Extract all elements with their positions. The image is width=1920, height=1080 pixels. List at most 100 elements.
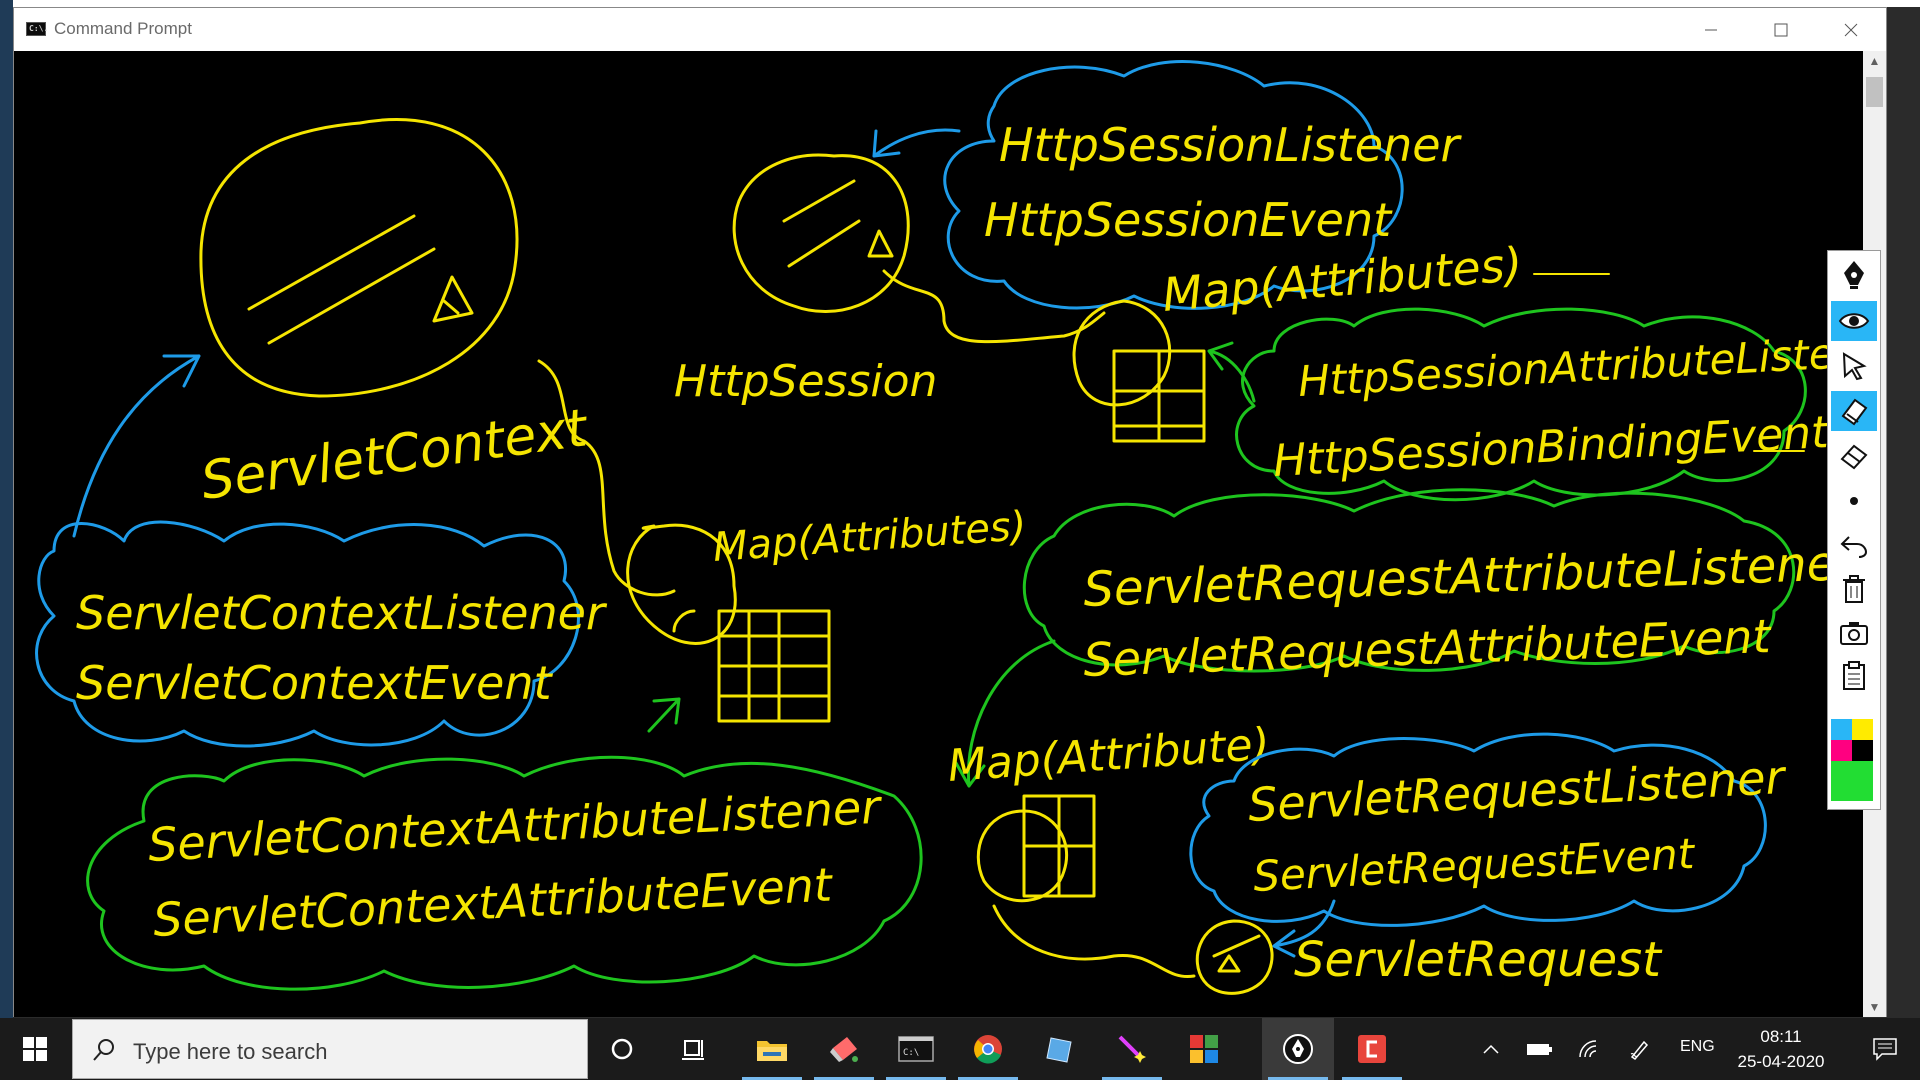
servlet-request-circle (1195, 919, 1274, 995)
request-attr-event-label: ServletRequestAttributeEvent (1082, 609, 1773, 687)
dot-icon[interactable] (1831, 481, 1877, 521)
wand-icon (1118, 1035, 1146, 1063)
start-button[interactable] (0, 1018, 70, 1080)
session-attr-listener-label: HttpSessionAttributeListener (1297, 325, 1886, 406)
minimize-button[interactable] (1676, 8, 1746, 51)
request-listener-label: ServletRequestListener (1247, 750, 1789, 832)
servlet-context-circle (199, 118, 519, 398)
pen-workspace-tray-button[interactable] (1622, 1018, 1658, 1080)
battery-tray-button[interactable] (1522, 1018, 1558, 1080)
paint-icon (830, 1037, 858, 1062)
context-listener-label: ServletContextListener (76, 586, 608, 640)
magic-wand-app-button[interactable] (1096, 1018, 1168, 1080)
svg-text:C:\: C:\ (903, 1048, 919, 1058)
notification-icon (1873, 1038, 1897, 1061)
eraser-icon[interactable] (1831, 436, 1877, 476)
task-view-button[interactable] (658, 1018, 730, 1080)
circle-to-map-link (537, 359, 676, 597)
task-view-icon (682, 1040, 704, 1060)
console-area[interactable]: ServletContext ServletContextListener Se… (14, 51, 1886, 1017)
request-attribute-cloud (1022, 488, 1796, 673)
cortana-circle-icon (611, 1038, 633, 1060)
context-attribute-arrow (647, 697, 681, 733)
desktop-background-top (0, 0, 1920, 7)
session-attribute-map (1072, 299, 1206, 443)
paint-app-button[interactable] (808, 1018, 880, 1080)
taskbar-search-box[interactable]: Type here to search (72, 1019, 588, 1079)
pen-workspace-icon (1630, 1040, 1649, 1060)
request-attribute-map (976, 794, 1096, 903)
http-session-label: HttpSession (674, 356, 937, 407)
color-swatch-pink[interactable] (1831, 740, 1852, 761)
clock-date: 25-04-2020 (1737, 1052, 1825, 1071)
trash-icon[interactable] (1831, 569, 1877, 609)
battery-icon (1527, 1044, 1552, 1055)
maximize-button[interactable] (1746, 8, 1816, 51)
request-event-label: ServletRequestEvent (1252, 829, 1697, 901)
wifi-icon (1579, 1040, 1597, 1058)
title-bar[interactable]: C:\. Command Prompt (14, 8, 1886, 51)
pen-annotation-toolbar[interactable] (1827, 250, 1881, 810)
chevron-up-icon (1483, 1044, 1499, 1054)
taskbar-clock[interactable]: 08:11 25-04-2020 (1736, 1024, 1826, 1074)
cortana-button[interactable] (586, 1018, 658, 1080)
network-tray-button[interactable] (1572, 1018, 1608, 1080)
office-app-button[interactable] (1168, 1018, 1240, 1080)
camtasia-button[interactable] (1336, 1018, 1408, 1080)
color-swatch-green[interactable] (1831, 761, 1873, 801)
file-explorer-button[interactable] (736, 1018, 808, 1080)
request-listener-cloud (1189, 732, 1767, 927)
chrome-button[interactable] (952, 1018, 1024, 1080)
context-attribute-map (626, 523, 831, 723)
highlighter-icon[interactable] (1831, 391, 1877, 431)
maximize-icon (1774, 23, 1788, 36)
request-listener-arrow (1272, 899, 1336, 958)
search-placeholder: Type here to search (133, 1039, 328, 1064)
camtasia-icon (1358, 1035, 1386, 1063)
http-session-circle (732, 153, 910, 314)
show-hidden-icons-button[interactable] (1476, 1018, 1506, 1080)
scroll-down-icon[interactable]: ▼ (1868, 1000, 1881, 1014)
pen-logo-icon[interactable] (1831, 255, 1877, 295)
desktop-background-left (0, 0, 13, 1018)
minimize-icon (1705, 29, 1717, 30)
servlet-context-label: ServletContext (197, 398, 592, 512)
session-listener-label: HttpSessionListener (999, 118, 1463, 172)
session-attribute-arrow (1207, 341, 1256, 403)
color-swatch-yellow[interactable] (1852, 719, 1873, 740)
close-icon (1844, 23, 1858, 36)
close-button[interactable] (1816, 8, 1886, 51)
scroll-thumb[interactable] (1866, 77, 1883, 107)
context-attr-event-label: ServletContextAttributeEvent (152, 857, 835, 947)
eye-icon[interactable] (1831, 301, 1877, 341)
sticky-app-button[interactable] (1024, 1018, 1096, 1080)
context-attr-listener-label: ServletContextAttributeListener (147, 780, 885, 872)
camera-icon[interactable] (1831, 613, 1877, 653)
servlet-request-label: ServletRequest (1294, 932, 1663, 988)
command-prompt-window[interactable]: C:\. Command Prompt ServletContext (13, 7, 1887, 1017)
action-center-button[interactable] (1850, 1018, 1920, 1080)
color-swatch-black[interactable] (1852, 740, 1873, 761)
folder-icon (757, 1041, 787, 1061)
request-attribute-arrow (954, 639, 1056, 788)
windows-logo-icon (23, 1037, 47, 1061)
session-event-label: HttpSessionEvent (984, 193, 1393, 247)
pen-app-taskbar-button[interactable] (1262, 1018, 1334, 1080)
clipboard-icon[interactable] (1831, 656, 1877, 696)
context-event-label: ServletContextEvent (76, 656, 554, 710)
cmd-app-icon: C:\. (26, 22, 48, 36)
scroll-up-icon[interactable]: ▲ (1868, 54, 1881, 68)
input-language-indicator[interactable]: ENG (1680, 1038, 1715, 1055)
request-attr-listener-label: ServletRequestAttributeListener (1082, 535, 1860, 618)
session-listener-arrow (872, 128, 961, 158)
request-map-label: Map(Attribute) (946, 719, 1271, 792)
taskbar: Type here to search C:\ ENG (0, 1018, 1920, 1080)
context-listener-cloud (35, 520, 580, 748)
undo-icon[interactable] (1831, 526, 1877, 566)
session-binding-event-label: HttpSessionBindingEvent (1272, 407, 1831, 487)
command-prompt-taskbar-button[interactable]: C:\ (880, 1018, 952, 1080)
context-attribute-cloud (86, 755, 923, 991)
pointer-icon[interactable] (1831, 346, 1877, 386)
color-swatch-blue[interactable] (1831, 719, 1852, 740)
session-attribute-cloud (1235, 307, 1807, 502)
